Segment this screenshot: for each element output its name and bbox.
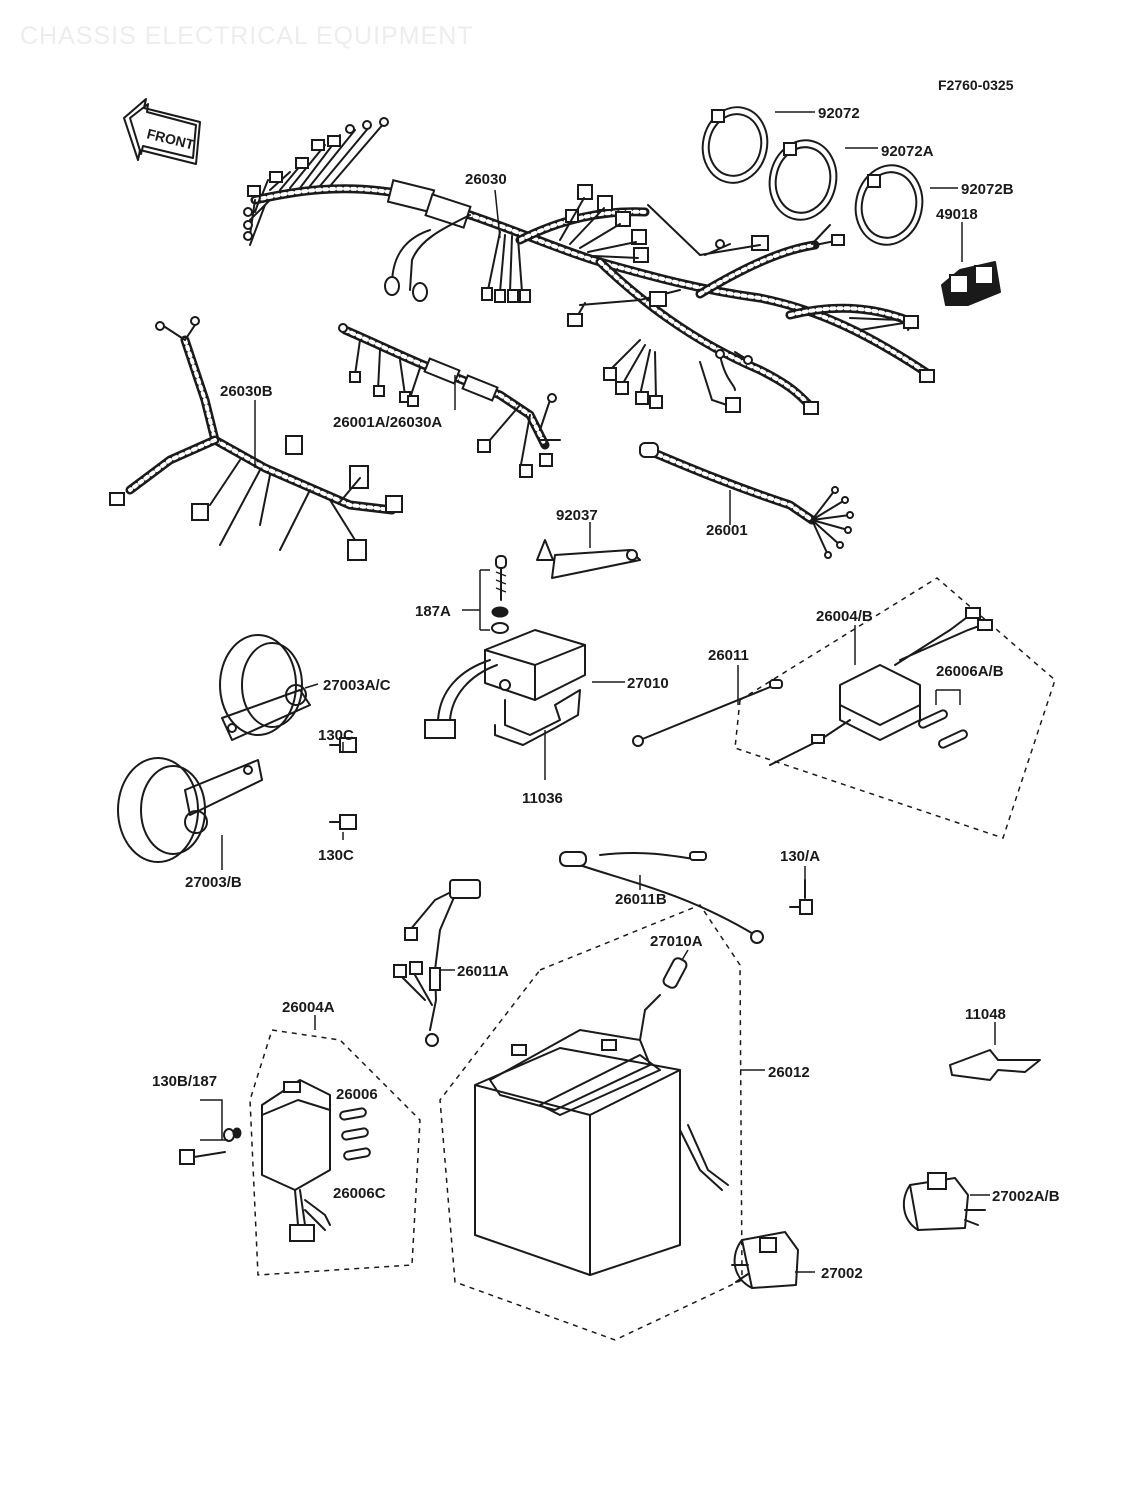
bolt-130c-lower xyxy=(329,814,357,830)
callout-27002: 27002 xyxy=(821,1265,863,1282)
callout-27010a: 27010A xyxy=(650,933,703,950)
callout-26006c: 26006C xyxy=(333,1185,386,1202)
relay-49018 xyxy=(941,261,1001,306)
screw-130a xyxy=(789,879,813,915)
sub-harness-26001a-26030a xyxy=(338,323,561,478)
unit-27010 xyxy=(424,629,586,739)
harness-26001 xyxy=(639,442,854,559)
horn-27003b xyxy=(117,757,263,863)
box-26004a xyxy=(249,1029,421,1276)
main-wiring-harness xyxy=(243,117,935,415)
bolt-130b-187 xyxy=(179,1127,242,1165)
callout-26011a: 26011A xyxy=(457,963,509,980)
callout-labels: 92072 92072A 92072B 49018 26030 26030B 2… xyxy=(152,105,1060,1282)
battery-26012 xyxy=(439,904,743,1341)
wire-26011 xyxy=(632,679,783,747)
callout-130c-lower: 130C xyxy=(318,847,354,864)
callout-187a: 187A xyxy=(415,603,451,620)
wire-26011b xyxy=(559,851,764,944)
bolt-130c-upper xyxy=(329,737,357,753)
bracket-11036 xyxy=(494,689,581,746)
diagram-code: F2760-0325 xyxy=(938,77,1014,93)
callout-11048: 11048 xyxy=(965,1006,1006,1023)
callout-26006: 26006 xyxy=(336,1086,378,1103)
horn-27003ac xyxy=(219,634,311,741)
callout-26030: 26030 xyxy=(465,171,507,188)
callout-27003ac: 27003A/C xyxy=(323,677,391,694)
callout-26012: 26012 xyxy=(768,1064,810,1081)
callout-92072a: 92072A xyxy=(881,143,934,160)
callout-130a: 130/A xyxy=(780,848,820,865)
front-arrow-icon: FRONT xyxy=(123,98,201,165)
callout-26001: 26001 xyxy=(706,522,748,539)
flasher-27002 xyxy=(731,1231,799,1289)
callout-26011: 26011 xyxy=(708,647,749,664)
callout-49018: 49018 xyxy=(936,206,978,223)
callout-11036: 11036 xyxy=(522,790,563,807)
callout-26004a: 26004A xyxy=(282,999,335,1016)
callout-92037: 92037 xyxy=(556,507,598,524)
callout-26001a-26030a: 26001A/26030A xyxy=(333,414,442,431)
sub-harness-26030b xyxy=(109,316,403,561)
callout-27002ab: 27002A/B xyxy=(992,1188,1060,1205)
callout-92072: 92072 xyxy=(818,105,860,122)
callout-26030b: 26030B xyxy=(220,383,273,400)
fuse-27010a xyxy=(639,957,688,1041)
callout-27010: 27010 xyxy=(627,675,669,692)
wire-26011a xyxy=(393,879,481,1047)
screw-187a xyxy=(491,555,509,634)
callout-130b-187: 130B/187 xyxy=(152,1073,217,1090)
callout-26011b: 26011B xyxy=(615,891,667,908)
callout-26006ab: 26006A/B xyxy=(936,663,1004,680)
page-title: CHASSIS ELECTRICAL EQUIPMENT xyxy=(20,22,474,50)
box-26004b xyxy=(734,577,1056,839)
clamp-bands xyxy=(701,106,924,246)
callout-130c-upper: 130C xyxy=(318,727,354,744)
bracket-92037 xyxy=(536,539,641,579)
callout-27003b: 27003/B xyxy=(185,874,242,891)
flasher-27002ab xyxy=(902,1172,986,1231)
bracket-11048 xyxy=(949,1049,1041,1081)
leader-lines xyxy=(200,111,996,1273)
callout-92072b: 92072B xyxy=(961,181,1014,198)
callout-26004b: 26004/B xyxy=(816,608,873,625)
